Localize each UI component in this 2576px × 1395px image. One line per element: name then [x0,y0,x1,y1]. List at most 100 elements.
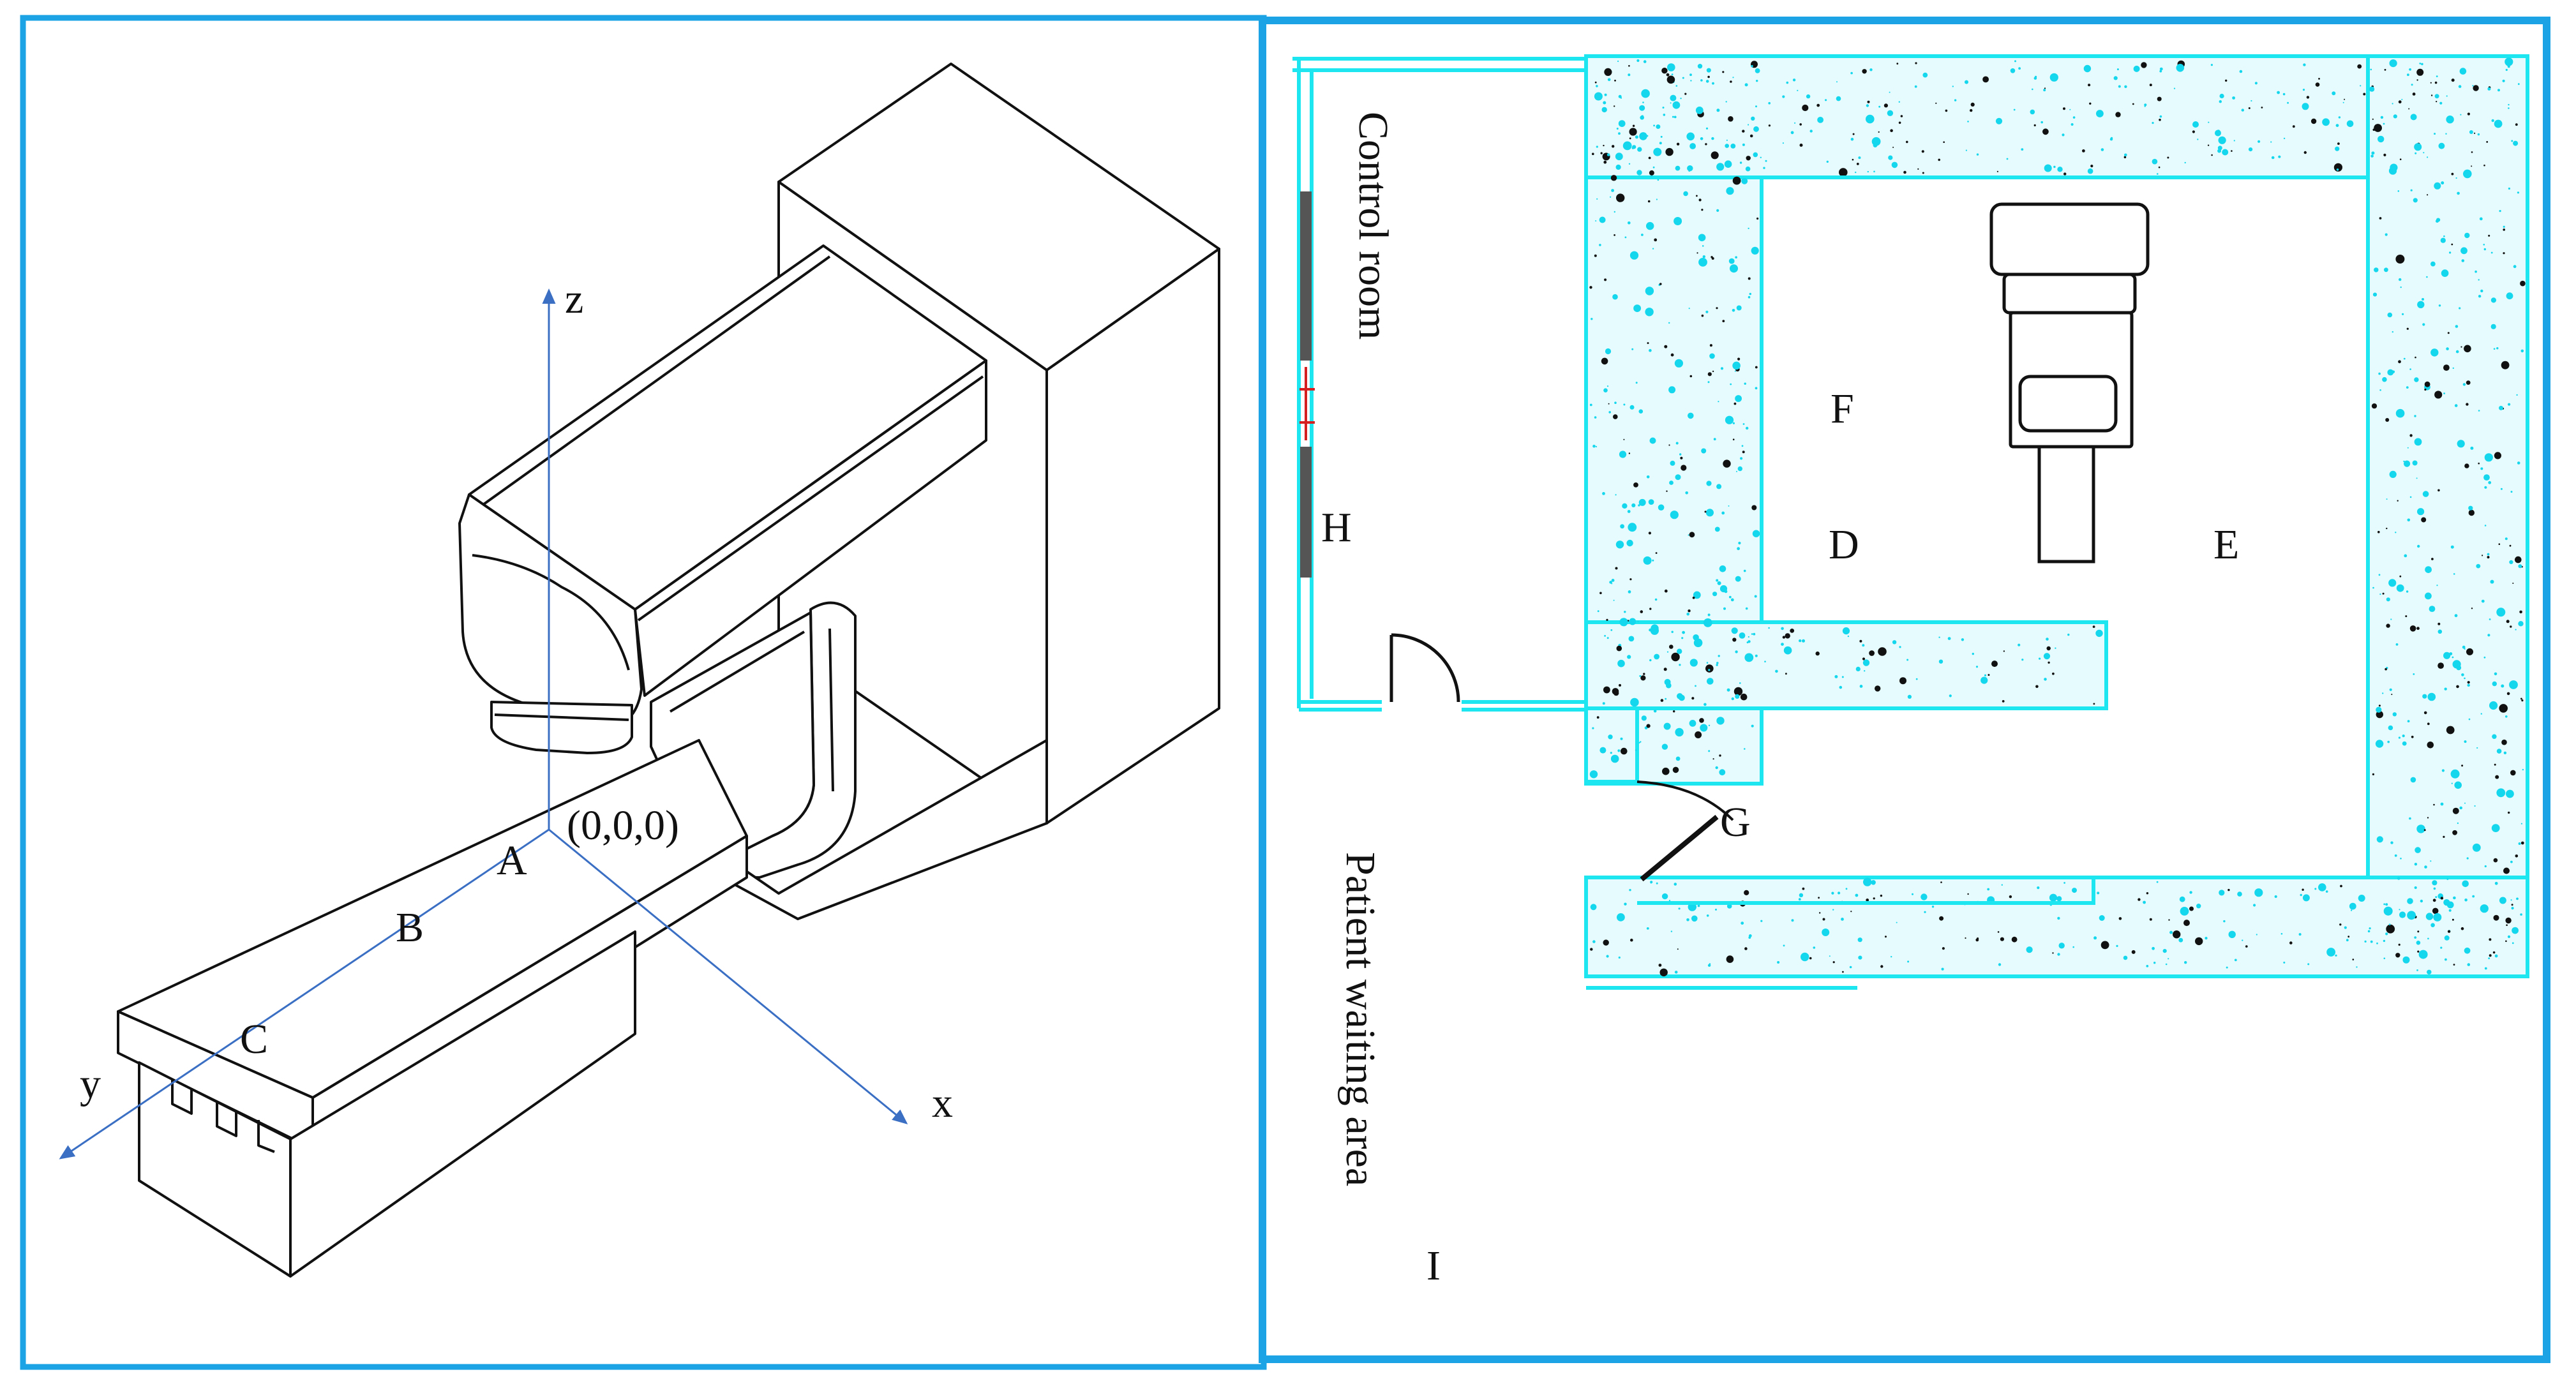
concrete-speckle [1679,664,1681,666]
concrete-speckle [2476,563,2481,569]
concrete-speckle [2417,950,2420,953]
concrete-speckle [2423,711,2427,715]
concrete-speckle [2071,123,2074,126]
concrete-speckle [1648,156,1651,160]
concrete-speckle [1679,453,1682,456]
concrete-speckle [1945,109,1948,112]
wall-door-jamb [1584,706,1639,784]
concrete-speckle [1688,534,1689,536]
concrete-speckle [2157,96,2162,101]
concrete-speckle [1965,937,1966,939]
concrete-speckle [1896,921,1898,923]
concrete-speckle [2407,447,2409,449]
concrete-speckle [1744,382,1746,385]
concrete-speckle [1665,698,1667,700]
concrete-speckle [2408,108,2410,110]
concrete-speckle [2508,403,2511,406]
concrete-speckle [2479,217,2483,221]
concrete-speckle [2490,324,2496,329]
concrete-speckle [2405,615,2408,618]
concrete-speckle [1717,581,1721,585]
concrete-speckle [2486,141,2489,143]
concrete-speckle [1831,891,1834,895]
concrete-speckle [1699,718,1704,723]
concrete-speckle [2302,894,2310,902]
concrete-speckle [1606,637,1609,639]
concrete-speckle [2385,932,2388,936]
concrete-speckle [2443,392,2446,394]
concrete-speckle [2515,629,2517,630]
concrete-speckle [1708,669,1711,671]
concrete-speckle [1741,177,1748,184]
concrete-speckle [2158,166,2160,168]
concrete-speckle [2520,349,2524,353]
concrete-speckle [2503,867,2510,874]
concrete-speckle [2416,969,2418,971]
concrete-speckle [2374,124,2383,132]
concrete-speckle [1637,147,1642,152]
gantry-arm-edge-2 [637,375,984,622]
concrete-speckle [2457,440,2465,448]
concrete-speckle [1802,887,1805,890]
concrete-speckle [1891,161,1898,168]
concrete-speckle [1652,166,1655,168]
concrete-speckle [2306,96,2310,99]
concrete-speckle [2422,323,2425,326]
concrete-speckle [2138,898,2141,901]
concrete-speckle [1614,234,1616,236]
concrete-speckle [1659,968,1668,977]
concrete-speckle [2498,543,2501,545]
concrete-speckle [2372,586,2374,589]
concrete-speckle [2223,920,2226,923]
concrete-speckle [2063,107,2065,110]
concrete-speckle [2427,156,2429,158]
concrete-speckle [2512,583,2514,584]
concrete-speckle [2399,278,2402,281]
concrete-speckle [1716,307,1718,310]
concrete-speckle [1741,445,1744,447]
concrete-speckle [2006,158,2009,160]
concrete-speckle [2440,237,2446,243]
concrete-speckle [1616,167,1619,169]
concrete-speckle [1702,255,1705,258]
concrete-speckle [2491,119,2494,123]
table-notch-2 [216,1101,237,1137]
concrete-speckle [1638,742,1640,743]
concrete-speckle [2374,267,2379,272]
concrete-speckle [1832,961,1835,964]
concrete-speckle [2141,62,2147,68]
concrete-speckle [2357,64,2362,69]
concrete-speckle [2489,701,2498,710]
concrete-speckle [1775,669,1778,673]
concrete-speckle [2256,934,2258,936]
concrete-speckle [1763,167,1765,169]
concrete-speckle [2207,144,2210,146]
concrete-speckle [2487,634,2490,637]
concrete-speckle [1646,927,1649,930]
concrete-speckle [1867,170,1869,173]
concrete-speckle [1649,437,1656,444]
concrete-speckle [1890,129,1893,132]
concrete-speckle [2508,107,2510,109]
concrete-speckle [1658,504,1665,511]
concrete-speckle [1614,401,1617,404]
concrete-speckle [2398,360,2401,364]
concrete-speckle [2388,579,2397,587]
concrete-speckle [2283,961,2286,964]
concrete-speckle [1982,76,1989,83]
concrete-speckle [2505,68,2508,71]
concrete-speckle [2496,788,2506,798]
concrete-speckle [2162,949,2167,953]
concrete-speckle [1619,618,1628,627]
concrete-speckle [1862,659,1870,666]
point-f-label: F [1831,385,1854,432]
concrete-speckle [1680,456,1683,459]
concrete-speckle [1728,116,1734,122]
concrete-speckle [2452,660,2461,669]
concrete-speckle [1706,662,1709,664]
concrete-speckle [1677,648,1682,654]
concrete-speckle [1646,724,1651,728]
concrete-speckle [1782,95,1785,98]
concrete-speckle [1746,426,1749,430]
concrete-speckle [2392,103,2393,105]
